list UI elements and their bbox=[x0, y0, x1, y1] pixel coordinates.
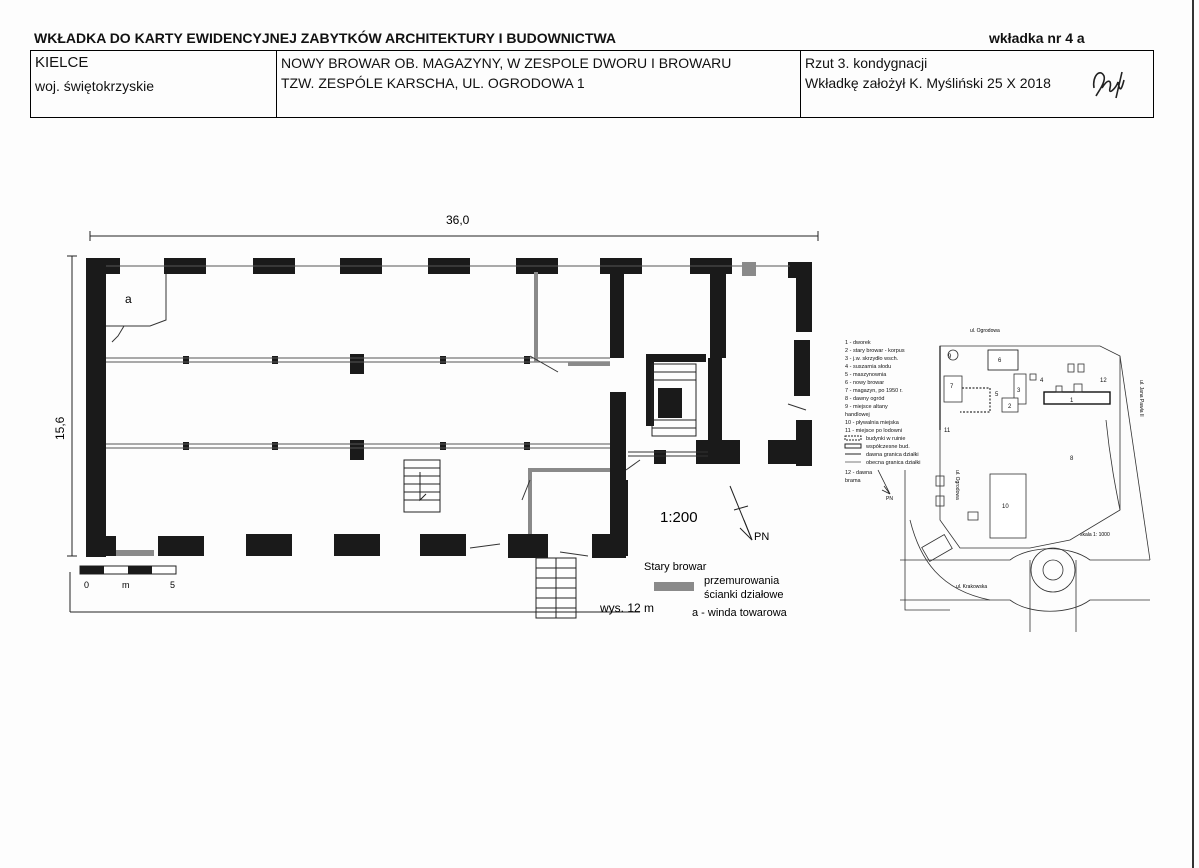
svg-text:7 - magazyn, po 1950 r.: 7 - magazyn, po 1950 r. bbox=[845, 388, 903, 394]
walls bbox=[86, 258, 812, 558]
lift-door bbox=[111, 325, 125, 343]
svg-text:3: 3 bbox=[1017, 388, 1021, 394]
street-left: ul. Ogrodowa bbox=[954, 470, 960, 500]
svg-text:brama: brama bbox=[845, 478, 862, 484]
north-label: PN bbox=[754, 531, 769, 543]
svg-text:4: 4 bbox=[1040, 378, 1044, 384]
site-legend-symbols bbox=[844, 435, 862, 463]
city: KIELCE bbox=[35, 54, 89, 71]
svg-text:3 - j.w. skrzydło wsch.: 3 - j.w. skrzydło wsch. bbox=[845, 356, 899, 362]
svg-text:1: 1 bbox=[1070, 398, 1074, 404]
site-north-label: PN bbox=[886, 496, 893, 502]
location-cell: KIELCE woj. świętokrzyskie bbox=[31, 51, 277, 117]
page-edge bbox=[1192, 0, 1194, 868]
author-line: Wkładkę założył K. Myśliński 25 X 2018 bbox=[805, 75, 1051, 91]
insert-number: wkładka nr 4 a bbox=[989, 30, 1085, 46]
height-note: wys. 12 m bbox=[599, 601, 654, 615]
street-top: ul. Ogrodowa bbox=[970, 328, 1000, 334]
lift-label: a bbox=[125, 292, 132, 306]
site-map bbox=[900, 345, 1151, 632]
svg-text:10: 10 bbox=[1002, 504, 1009, 510]
scalebar-unit: m bbox=[122, 580, 130, 590]
site-north-arrow-icon bbox=[877, 469, 891, 495]
svg-text:5 - maszynownia: 5 - maszynownia bbox=[845, 372, 887, 378]
object-cell: NOWY BROWAR OB. MAGAZYNY, W ZESPOLE DWOR… bbox=[277, 51, 801, 117]
street-bottom: ul. Krakowska bbox=[956, 584, 987, 590]
svg-text:6 - nowy browar: 6 - nowy browar bbox=[845, 380, 884, 386]
svg-text:2: 2 bbox=[1008, 404, 1012, 410]
beams bbox=[106, 265, 790, 449]
svg-text:handlowej: handlowej bbox=[845, 412, 870, 418]
scalebar-zero: 0 bbox=[84, 580, 89, 590]
scale-bar bbox=[69, 565, 640, 613]
province: woj. świętokrzyskie bbox=[35, 78, 155, 94]
header-table: KIELCE woj. świętokrzyskie NOWY BROWAR O… bbox=[30, 50, 1154, 118]
site-scale: skala 1: 1000 bbox=[1080, 532, 1110, 538]
staircase-inner bbox=[403, 459, 441, 513]
svg-text:9 - miejsce altany: 9 - miejsce altany bbox=[845, 404, 888, 410]
svg-text:11: 11 bbox=[944, 428, 951, 434]
drawing-cell: Rzut 3. kondygnacji Wkładkę założył K. M… bbox=[801, 51, 1153, 117]
legend-lift: a - winda towarowa bbox=[692, 607, 788, 619]
signature bbox=[1092, 71, 1125, 99]
legend-swatch bbox=[654, 582, 694, 591]
drawing-name: Rzut 3. kondygnacji bbox=[805, 55, 928, 71]
svg-text:5: 5 bbox=[995, 392, 999, 398]
doors bbox=[469, 355, 807, 557]
north-arrow-icon bbox=[729, 485, 753, 541]
svg-text:12 - dawna: 12 - dawna bbox=[845, 470, 873, 476]
svg-text:8: 8 bbox=[1070, 456, 1074, 462]
staircase-outer bbox=[535, 557, 577, 619]
dimension-height bbox=[67, 255, 77, 557]
partition-walls bbox=[116, 262, 756, 556]
lift-wall bbox=[106, 274, 167, 327]
svg-text:9: 9 bbox=[948, 354, 952, 360]
object-name-line1: NOWY BROWAR OB. MAGAZYNY, W ZESPOLE DWOR… bbox=[281, 55, 732, 71]
svg-text:12: 12 bbox=[1100, 378, 1107, 384]
svg-text:dawna granica działki: dawna granica działki bbox=[866, 452, 919, 458]
svg-text:obecna granica działki: obecna granica działki bbox=[866, 460, 920, 466]
svg-text:7: 7 bbox=[950, 384, 954, 390]
document-title: WKŁADKA DO KARTY EWIDENCYJNEJ ZABYTKÓW A… bbox=[34, 30, 617, 46]
legend-title: Stary browar bbox=[644, 561, 707, 573]
width-dimension-label: 36,0 bbox=[446, 213, 470, 227]
svg-text:6: 6 bbox=[998, 358, 1002, 364]
plan-scale: 1:200 bbox=[660, 509, 698, 526]
scalebar-five: 5 bbox=[170, 580, 175, 590]
svg-text:8 - dawny ogród: 8 - dawny ogród bbox=[845, 396, 884, 402]
svg-text:11 - miejsce po lodowni: 11 - miejsce po lodowni bbox=[845, 428, 902, 434]
object-name-line2: TZW. ZESPÓLE KARSCHA, UL. OGRODOWA 1 bbox=[281, 75, 585, 91]
legend-partitions: ścianki działowe bbox=[704, 589, 783, 601]
svg-text:budynki w ruinie: budynki w ruinie bbox=[866, 436, 905, 442]
svg-text:1 - dworek: 1 - dworek bbox=[845, 340, 871, 346]
legend-rewalling: przemurowania bbox=[704, 575, 780, 587]
site-building-labels: 1 2 3 4 5 6 7 8 9 10 11 12 bbox=[944, 354, 1107, 510]
height-dimension-label: 15,6 bbox=[53, 416, 67, 440]
svg-text:2 - stary browar - korpus: 2 - stary browar - korpus bbox=[845, 348, 905, 354]
dimension-width bbox=[89, 231, 819, 241]
staircase-tower bbox=[651, 363, 697, 437]
street-right: ul. Jana Pawła II bbox=[1138, 380, 1144, 417]
site-legend: 1 - dworek 2 - stary browar - korpus 3 -… bbox=[845, 340, 920, 484]
svg-text:10 - pływalnia miejska: 10 - pływalnia miejska bbox=[845, 420, 900, 426]
svg-text:4 - suszarnia słodu: 4 - suszarnia słodu bbox=[845, 364, 891, 370]
svg-text:współczesne bud.: współczesne bud. bbox=[865, 444, 910, 450]
